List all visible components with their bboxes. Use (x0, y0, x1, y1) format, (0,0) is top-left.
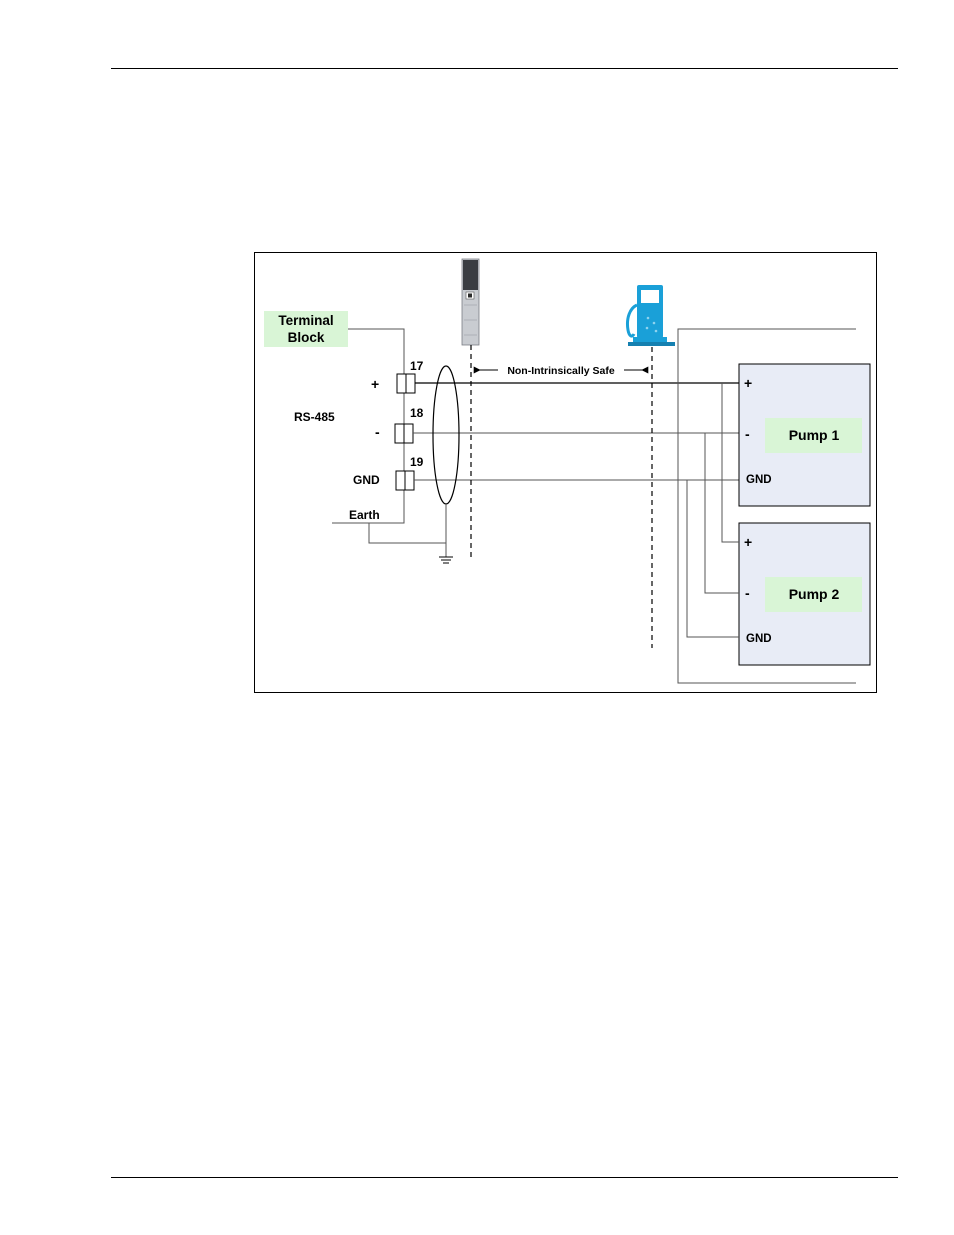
branch-wire-minus (704, 433, 739, 594)
pump1-plus-label: + (744, 375, 752, 391)
diagram-frame (254, 252, 877, 693)
terminal-18 (394, 423, 414, 444)
terminal-block-label-line1: Terminal (278, 313, 333, 328)
terminal-19 (395, 470, 415, 491)
pump1-name: Pump 1 (789, 427, 840, 443)
branch-wire-plus (721, 383, 739, 543)
cable-shield (432, 365, 460, 505)
branch-wire-gnd (686, 480, 739, 638)
pump-enclosure-bracket (677, 328, 856, 684)
earth-label: Earth (349, 508, 380, 522)
ground-icon (439, 556, 453, 564)
pump2-name: Pump 2 (789, 586, 840, 602)
terminal-17-label: 17 (410, 359, 424, 373)
controller-unit-icon (461, 258, 480, 346)
pump1-name-bg (765, 418, 862, 453)
pump2-minus-label: - (745, 585, 750, 601)
pump2-plus-label: + (744, 534, 752, 550)
pump2-name-bg (765, 577, 862, 612)
rs485-label: RS-485 (294, 410, 335, 424)
pump1-gnd-label: GND (746, 474, 772, 486)
minus-label: - (375, 424, 380, 440)
plus-label: + (371, 376, 379, 392)
fuel-pump-icon (626, 285, 675, 346)
terminal-block-label-line2: Block (288, 330, 325, 345)
earth-wire (368, 523, 446, 544)
pump1-minus-label: - (745, 426, 750, 442)
header-rule (111, 68, 898, 69)
non-intrinsically-safe-label: Non-Intrinsically Safe (507, 365, 615, 377)
terminal-block-label-bg (264, 311, 348, 347)
gnd-label: GND (353, 473, 380, 487)
terminal-17 (396, 373, 416, 394)
footer-rule (111, 1177, 898, 1178)
terminal-19-label: 19 (410, 455, 424, 469)
terminal-block-rail (332, 328, 405, 524)
pump2-gnd-label: GND (746, 633, 772, 645)
terminal-18-label: 18 (410, 406, 424, 420)
